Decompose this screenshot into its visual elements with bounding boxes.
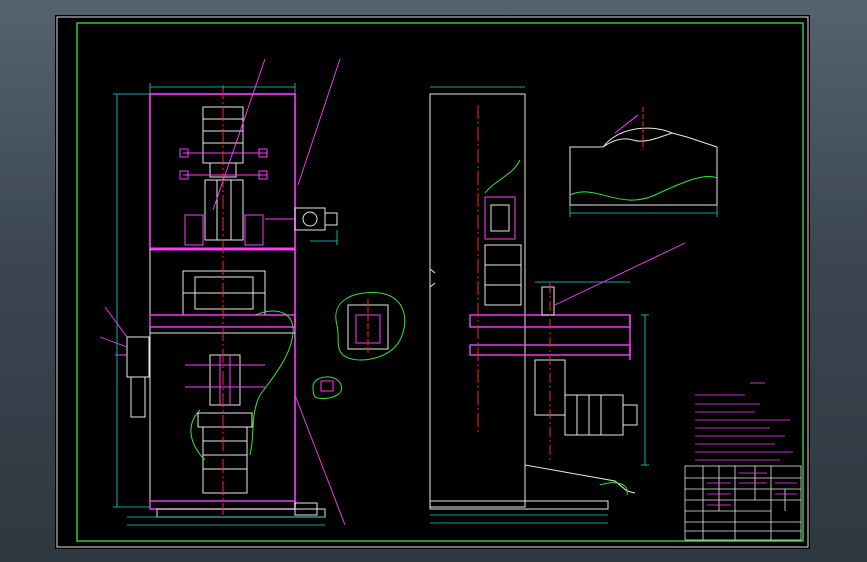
detail-view-a bbox=[335, 291, 406, 361]
technical-notes bbox=[695, 382, 793, 461]
side-motor bbox=[564, 394, 624, 436]
drawing-sheet bbox=[55, 15, 810, 549]
bottom-motor bbox=[202, 426, 248, 494]
side-housing bbox=[429, 93, 526, 508]
profile-detail bbox=[569, 107, 718, 217]
side-gearbox bbox=[294, 207, 326, 231]
front-view bbox=[99, 58, 346, 526]
detail-view-b bbox=[312, 376, 343, 399]
side-view bbox=[429, 86, 686, 524]
section-break-line bbox=[249, 310, 294, 456]
lower-shaft bbox=[209, 354, 241, 406]
notes-lines bbox=[695, 382, 793, 461]
left-bracket bbox=[126, 336, 150, 378]
shaft-housing bbox=[204, 179, 244, 241]
drawing-canvas bbox=[56, 16, 809, 548]
inner-frame bbox=[76, 22, 804, 542]
side-base bbox=[429, 500, 609, 510]
outer-border bbox=[56, 16, 809, 548]
title-block bbox=[684, 465, 802, 541]
parts-list-entries bbox=[707, 472, 797, 506]
